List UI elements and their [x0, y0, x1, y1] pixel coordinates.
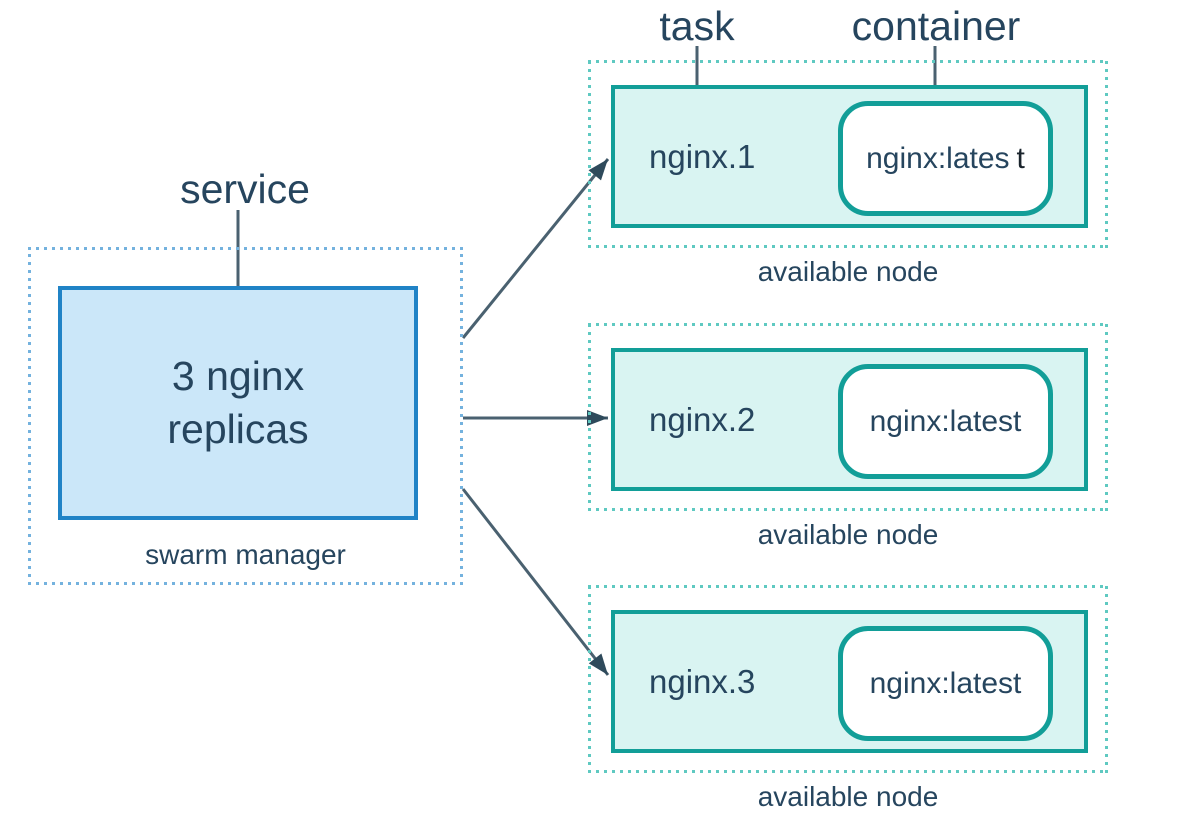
- node-1-boundary: nginx.1 nginx:lates t: [588, 60, 1108, 248]
- service-replicas-line1: 3 nginx: [171, 353, 305, 399]
- service-label: service: [180, 166, 310, 212]
- available-node-3: nginx.3 nginx:latest available node: [588, 585, 1108, 813]
- task-name-1: nginx.1: [649, 137, 756, 175]
- node-2-boundary: nginx.2 nginx:latest: [588, 323, 1108, 511]
- task-label: task: [659, 3, 735, 49]
- container-image-1-tail: t: [1016, 141, 1025, 175]
- task-box-1: nginx.1 nginx:lates t: [611, 85, 1088, 228]
- arrow-manager-to-node-1: [461, 158, 610, 339]
- node-3-caption: available node: [757, 781, 939, 812]
- container-label: container: [851, 3, 1021, 49]
- container-image-2: nginx:latest: [869, 404, 1022, 438]
- available-node-1: nginx.1 nginx:lates t available node: [588, 60, 1108, 288]
- swarm-manager-caption: swarm manager: [145, 539, 346, 570]
- task-name-2: nginx.2: [649, 400, 756, 438]
- service-replicas-line2: replicas: [167, 406, 309, 452]
- container-box-2: nginx:latest: [838, 364, 1053, 479]
- available-node-2: nginx.2 nginx:latest available node: [588, 323, 1108, 551]
- arrow-manager-to-node-3: [461, 488, 610, 676]
- node-1-caption: available node: [757, 256, 939, 287]
- container-image-3: nginx:latest: [869, 666, 1022, 700]
- service-box: 3 nginx replicas: [58, 286, 418, 520]
- node-2-caption: available node: [757, 519, 939, 550]
- container-box-3: nginx:latest: [838, 626, 1053, 741]
- container-box-1: nginx:lates t: [838, 101, 1053, 216]
- container-image-1: nginx:lates: [866, 141, 1010, 175]
- task-box-2: nginx.2 nginx:latest: [611, 348, 1088, 491]
- task-box-3: nginx.3 nginx:latest: [611, 610, 1088, 753]
- node-3-boundary: nginx.3 nginx:latest: [588, 585, 1108, 773]
- task-name-3: nginx.3: [649, 662, 756, 700]
